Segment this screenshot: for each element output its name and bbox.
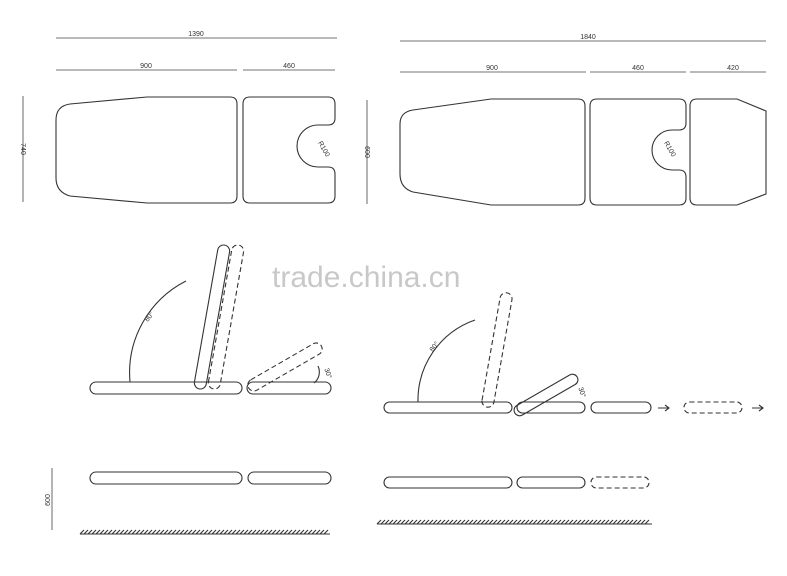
back-section-raised <box>193 244 231 390</box>
cutout-radius-label: R100 <box>316 140 330 158</box>
dimension-overall-length: 1840 <box>580 34 596 41</box>
top-left-plan-view: 1390 900 460 740 R100 <box>19 31 337 204</box>
head-section-outline <box>242 96 336 204</box>
bottom-right-elevation <box>376 476 652 525</box>
leg-section-tilted <box>247 342 323 392</box>
cutout-radius-label: R100 <box>662 140 676 158</box>
leg-angle-label: 30° <box>322 367 333 380</box>
back-section-flat <box>383 401 513 414</box>
back-angle-label: 80° <box>428 340 441 353</box>
top-right-plan-view: 1840 900 460 420 600 R100 <box>363 34 767 206</box>
floor-hatching <box>79 529 329 535</box>
bottom-left-elevation: 600 <box>45 468 332 535</box>
back-angle-arc <box>129 280 187 383</box>
back-section-raised-alt <box>207 244 245 390</box>
back-section-outline <box>399 98 586 206</box>
back-section-flat <box>89 381 243 395</box>
side-left-view: 80° 30° <box>89 244 334 395</box>
head-section-flat <box>247 471 332 485</box>
back-angle-arc <box>417 319 476 403</box>
dimension-segment-a: 900 <box>140 63 152 70</box>
watermark: trade.china.cn <box>272 261 460 294</box>
dimension-width: 740 <box>19 143 26 155</box>
leg-section-outline <box>689 98 767 206</box>
middle-section-flat <box>516 476 586 489</box>
middle-section-outline <box>589 98 687 206</box>
dimension-width: 600 <box>363 146 370 158</box>
leg-angle-label: 30° <box>576 386 587 399</box>
dimension-height: 600 <box>45 494 52 506</box>
back-section-outline <box>55 96 238 204</box>
back-angle-label: 80° <box>143 310 156 323</box>
arrow-icon <box>752 404 764 412</box>
middle-section-tilted <box>513 373 579 417</box>
floor-hatching <box>376 519 650 525</box>
leg-section-extended <box>683 401 743 414</box>
dimension-segment-b: 460 <box>283 63 295 70</box>
back-section-flat <box>89 471 243 485</box>
dimension-segment-a: 900 <box>486 65 498 72</box>
back-section-flat <box>383 476 513 489</box>
middle-section-flat <box>516 401 586 414</box>
dimension-overall-length: 1390 <box>188 31 204 38</box>
arrow-icon <box>658 404 670 412</box>
leg-section-flat <box>590 476 650 489</box>
leg-angle-arc <box>313 365 320 384</box>
leg-section-flat <box>590 401 652 414</box>
dimension-segment-c: 420 <box>727 65 739 72</box>
back-section-raised <box>481 292 513 408</box>
leg-section-flat <box>246 381 332 395</box>
side-right-view: 80° 30° <box>383 292 764 417</box>
dimension-segment-b: 460 <box>632 65 644 72</box>
